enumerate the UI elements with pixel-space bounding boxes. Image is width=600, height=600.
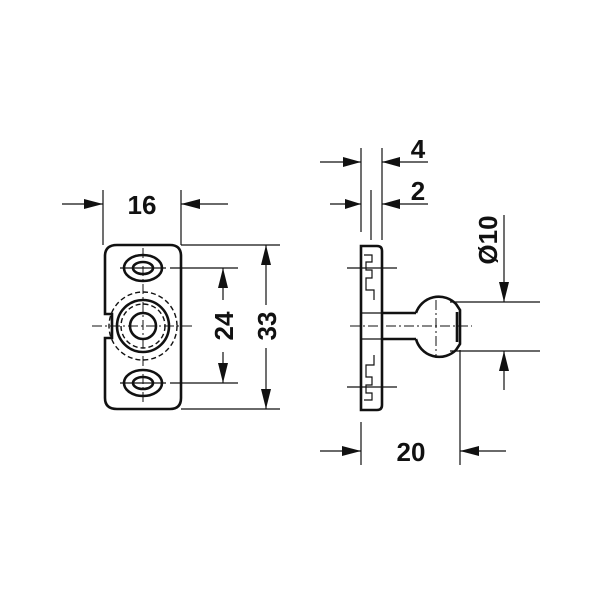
front-view (92, 243, 192, 411)
dimension-projection: 20 (320, 350, 506, 467)
width-label: 16 (128, 190, 157, 220)
front-plate-outline (103, 243, 183, 411)
projection-label: 20 (397, 437, 426, 467)
dimension-hole-spacing: 24 (170, 267, 239, 384)
height-label: 33 (252, 312, 282, 341)
ball-shaft (382, 311, 416, 341)
ball-head (414, 295, 462, 359)
side-plate-outline (359, 244, 384, 412)
dimension-width: 16 (62, 190, 228, 245)
dimension-ball-diameter: Ø10 (450, 215, 540, 390)
dimension-height: 33 (181, 244, 282, 410)
dimension-offset: 2 (330, 176, 428, 240)
offset-label: 2 (411, 176, 425, 206)
hole-spacing-label: 24 (209, 311, 239, 340)
ball-diameter-label: Ø10 (473, 215, 503, 264)
side-view (347, 244, 472, 412)
dimension-plate-thickness: 4 (320, 134, 428, 240)
plate-thickness-label: 4 (411, 134, 426, 164)
